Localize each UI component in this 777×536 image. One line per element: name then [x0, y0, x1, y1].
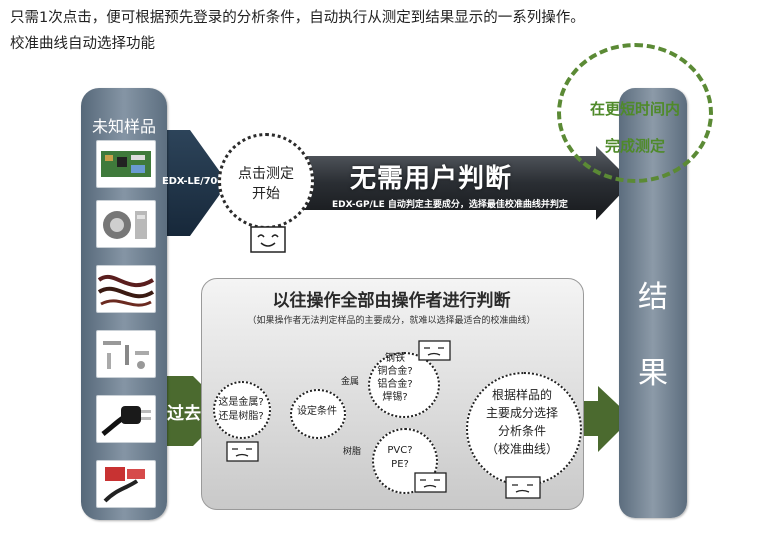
sample-plug-image	[96, 395, 156, 443]
question-line-1: 这是金属?	[218, 397, 264, 408]
metal-options-text: 钢铁 铜合金? 铝合金? 焊锡?	[370, 352, 420, 404]
smiley-face-icon	[250, 226, 286, 253]
goal-dashed-circle	[557, 43, 713, 183]
metal-line-2: 铜合金?	[377, 366, 413, 377]
headline: 无需用户判断	[350, 164, 513, 194]
metal-line-4: 焊锡?	[382, 392, 408, 403]
click-start-bubble	[218, 133, 314, 229]
metal-branch-label: 金属	[341, 377, 360, 387]
metal-options-bubble	[368, 352, 440, 418]
feature-title: 校准曲线自动选择功能	[10, 36, 155, 52]
sample-circuit-board-image	[96, 140, 156, 188]
question-line-2: 还是树脂?	[218, 411, 264, 422]
sample-screws-image	[96, 330, 156, 378]
results-char-2: 果	[638, 356, 668, 391]
past-panel-subtitle: （如果操作者无法判定样品的主要成分，就难以选择最适合的校准曲线）	[247, 316, 536, 326]
conclusion-line-3: 分析条件	[497, 424, 546, 438]
troubled-face-icon	[414, 472, 447, 493]
past-arrow	[160, 376, 228, 446]
auto-judgement-subtitle: EDX-GP/LE 自动判定主要成分，选择最佳校准曲线并判定	[332, 200, 568, 210]
goal-line-2: 完成测定	[604, 137, 665, 155]
troubled-face-icon	[505, 476, 541, 499]
results-char-1: 结	[638, 280, 668, 315]
conclusion-line-1: 根据样品的	[491, 388, 552, 402]
troubled-face-icon	[226, 441, 259, 462]
past-panel-title: 以往操作全部由操作者进行判断	[272, 291, 511, 311]
troubled-face-icon	[418, 340, 451, 361]
unknown-samples-title: 未知样品	[91, 117, 156, 136]
goal-line-1: 在更短时间内	[589, 100, 680, 118]
resin-branch-label: 树脂	[343, 447, 362, 457]
conclusion-bubble	[466, 372, 582, 486]
model-label: EDX-LE/7000	[162, 176, 231, 187]
conclusion-line-2: 主要成分选择	[485, 406, 558, 420]
question-text: 这是金属? 还是树脂?	[211, 396, 271, 424]
settings-bubble	[290, 389, 346, 439]
click-start-line-2: 开始	[252, 186, 280, 202]
conclusion-line-4: （校准曲线）	[485, 442, 558, 456]
intro-text: 只需1次点击，便可根据预先登录的分析条件，自动执行从测定到结果显示的一系列操作。	[10, 10, 585, 26]
conclusion-text: 根据样品的 主要成分选择 分析条件 （校准曲线）	[466, 386, 578, 458]
question-bubble	[213, 381, 271, 439]
past-label: 过去	[167, 404, 201, 424]
start-arrow	[160, 130, 228, 236]
auto-judgement-arrow	[296, 146, 632, 220]
sample-red-connector-image	[96, 460, 156, 508]
past-result-arrow	[582, 386, 632, 452]
click-start-line-1: 点击测定	[238, 166, 294, 182]
click-start-text: 点击测定 开始	[218, 164, 314, 204]
settings-text: 设定条件	[297, 406, 337, 417]
metal-line-3: 铝合金?	[377, 379, 413, 390]
resin-line-2: PE?	[391, 459, 409, 470]
sample-cables-image	[96, 265, 156, 313]
resin-line-1: PVC?	[387, 445, 413, 456]
metal-line-1: 钢铁	[385, 353, 405, 364]
resin-options-text: PVC? PE?	[372, 444, 428, 472]
sample-connector-image	[96, 200, 156, 248]
